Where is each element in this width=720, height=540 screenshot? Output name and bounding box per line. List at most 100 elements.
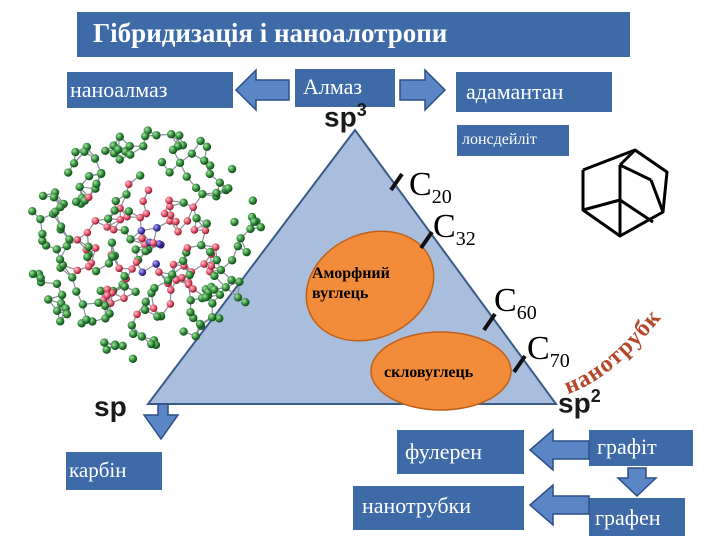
molecule-atom (197, 241, 206, 250)
molecule-atom (166, 300, 175, 308)
molecule-atom (90, 154, 100, 163)
molecule-atom (152, 131, 161, 140)
molecule-atom (128, 354, 138, 363)
molecule-atom (82, 315, 91, 324)
molecule-atom (221, 283, 230, 292)
molecule-atom (160, 209, 169, 218)
arrow-to-fullerene-icon (528, 428, 590, 472)
molecule-atom (157, 157, 167, 167)
molecule-atom (131, 245, 140, 254)
molecule-atom (124, 180, 133, 188)
molecule-atom (62, 241, 72, 251)
arrow-left-icon (234, 68, 290, 112)
molecule-atom (185, 270, 194, 280)
graphite-label: графіт (597, 434, 657, 459)
molecule-atom (166, 217, 174, 225)
molecule-atom (83, 228, 92, 237)
c20-label: C20 (409, 166, 452, 208)
molecule-atom (131, 287, 140, 296)
molecule-atom (73, 235, 82, 244)
molecule-atom (49, 193, 59, 202)
sp3-superscript: 3 (356, 100, 367, 120)
molecule-atom (165, 196, 173, 205)
molecule-atom (84, 193, 93, 202)
molecule-atom (166, 202, 174, 211)
molecule-atom (56, 202, 65, 212)
molecule-atom (110, 341, 120, 351)
c60-label: C60 (494, 282, 537, 324)
molecule-atom (136, 171, 145, 180)
nanodiamond-molecule-icon (28, 126, 266, 363)
molecule-atom (236, 234, 245, 243)
molecule-atom (91, 266, 101, 276)
molecule-atom (227, 256, 237, 265)
molecule-atom (137, 332, 147, 341)
molecule-atom (174, 227, 182, 236)
molecule-atom (110, 206, 119, 215)
molecule-atom (52, 306, 62, 315)
molecule-atom (189, 285, 197, 293)
molecule-atom (205, 169, 215, 179)
molecule-atom (207, 313, 217, 322)
molecule-atom (55, 255, 65, 264)
fullerene-box: фулерен (397, 430, 524, 474)
nanotubes-label: нанотрубки (362, 493, 471, 518)
molecule-atom (142, 209, 151, 218)
molecule-atom (103, 291, 111, 300)
molecule-atom (168, 145, 178, 155)
molecule-atom (120, 226, 129, 235)
molecule-atom (38, 236, 47, 245)
molecule-atom (126, 150, 135, 159)
graphene-label: графен (595, 505, 661, 530)
graphene-box: графен (589, 498, 685, 536)
molecule-atom (210, 285, 219, 294)
molecule-atom (202, 219, 211, 228)
molecule-atom (207, 262, 216, 270)
molecule-atom (72, 287, 81, 296)
molecule-atom (149, 304, 158, 313)
molecule-atom (211, 243, 220, 251)
molecule-atom (166, 211, 175, 219)
molecule-atom (187, 149, 197, 158)
molecule-atom (73, 266, 82, 275)
molecule-atom (137, 227, 146, 235)
molecule-atom (132, 258, 141, 266)
c60-tick (482, 312, 497, 332)
molecule-atom (56, 222, 66, 231)
molecule-atom (224, 184, 233, 193)
molecule-atom (91, 244, 100, 252)
molecule-atom (94, 298, 103, 307)
molecule-atom (202, 142, 212, 152)
molecule-atom (163, 276, 173, 285)
molecule-atom (96, 286, 105, 296)
c20-tick (389, 172, 404, 192)
molecule-atom (167, 286, 175, 294)
molecule-atom (152, 260, 160, 268)
lonsdaleite-box: лонсдейліт (457, 125, 569, 156)
molecule-atom (192, 214, 201, 223)
molecule-atom (28, 206, 37, 216)
molecule-atom (175, 158, 185, 168)
molecule-atom (108, 252, 117, 261)
molecule-atom (80, 147, 89, 156)
molecule-atom (150, 283, 159, 293)
molecule-atom (242, 247, 251, 257)
molecule-atom (136, 213, 145, 222)
molecule-atom (147, 339, 156, 349)
molecule-atom (167, 130, 176, 139)
molecule-atom (153, 224, 161, 232)
molecule-atom (111, 196, 120, 206)
molecule-atom (101, 314, 110, 323)
molecule-atom (36, 214, 45, 224)
molecule-atom (179, 198, 188, 207)
molecule-atom (52, 279, 62, 288)
molecule-atom (215, 290, 225, 300)
molecule-atom (216, 265, 226, 275)
molecule-atom (190, 226, 199, 234)
molecule-atom (104, 259, 114, 268)
molecule-atom (153, 312, 162, 321)
molecule-atom (200, 260, 208, 268)
glassy-carbon-ellipse (370, 331, 512, 411)
molecule-atom (101, 146, 110, 155)
